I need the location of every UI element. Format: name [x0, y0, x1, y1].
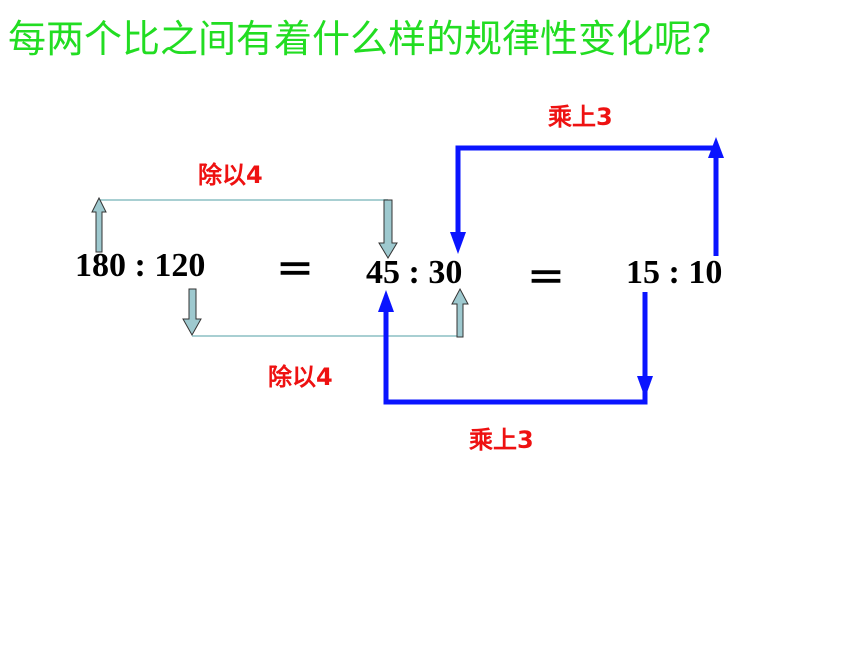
up-arrow-icon — [378, 290, 394, 312]
down-arrow-icon — [637, 376, 653, 398]
equals-sign: ＝ — [276, 250, 315, 292]
up-arrow-icon — [708, 137, 724, 158]
page-title: 每两个比之间有着什么样的规律性变化呢？ — [8, 17, 731, 61]
down-arrow-icon — [450, 232, 466, 254]
ratio-15-10: 15 : 10 — [626, 254, 723, 291]
ratio-180-120: 180 : 120 — [75, 247, 206, 284]
down-arrow-icon — [182, 288, 202, 337]
equals-sign: ＝ — [527, 258, 566, 300]
up-arrow-icon — [451, 287, 469, 338]
divide-label-top: 除以4 — [198, 161, 263, 189]
down-arrow-icon — [378, 199, 398, 259]
multiply-bottom-connector — [383, 292, 648, 405]
divide-label-bottom: 除以4 — [268, 363, 333, 391]
ratio-45-30: 45 : 30 — [366, 254, 463, 291]
multiply-top-connector — [455, 145, 719, 256]
up-arrow-icon — [91, 196, 107, 253]
multiply-label-bottom: 乘上3 — [469, 426, 534, 454]
multiply-label-top: 乘上3 — [548, 103, 613, 131]
